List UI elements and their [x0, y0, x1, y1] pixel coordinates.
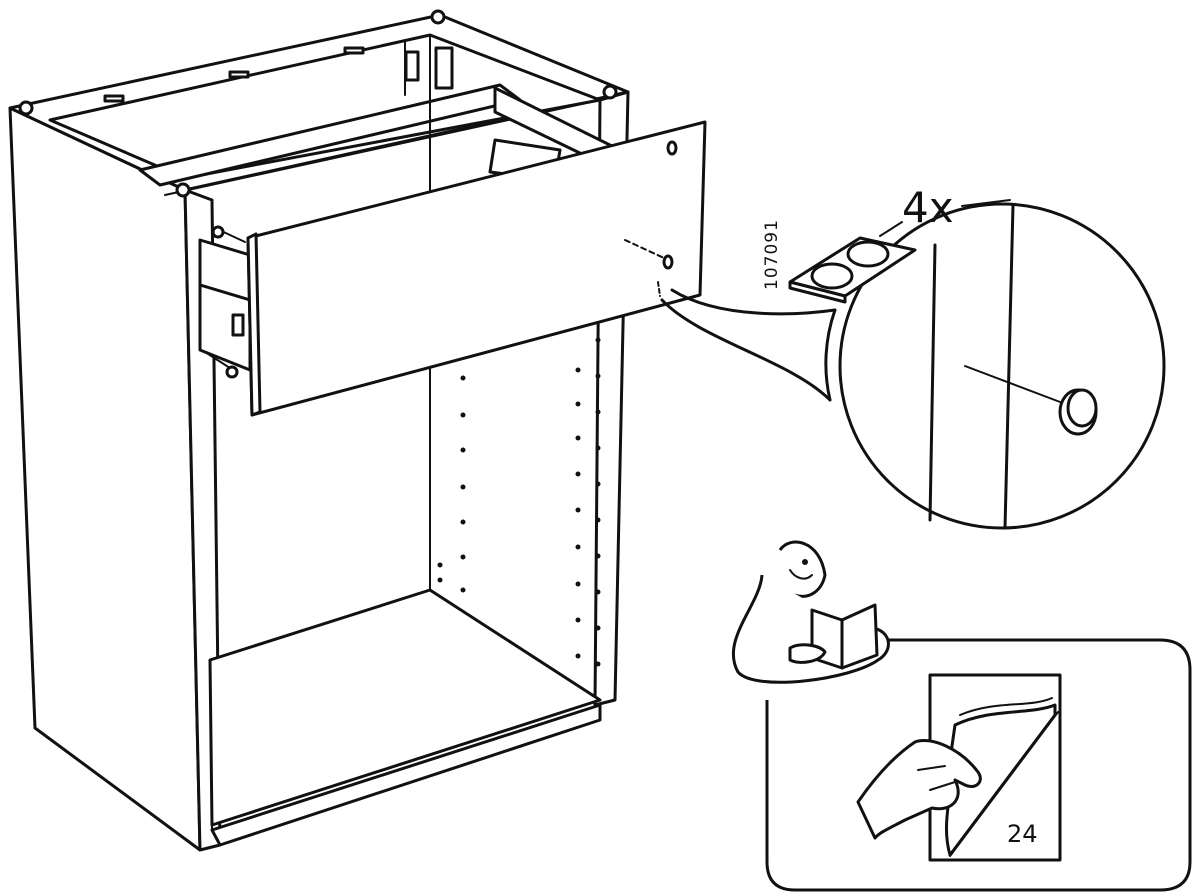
reference-page-icon [928, 673, 1062, 862]
bumper-pad-icon [1058, 388, 1098, 436]
part-number-label: 107091 [762, 219, 782, 290]
cabinet-frame-drawing [8, 9, 630, 852]
detail-magnifier [660, 202, 1166, 530]
shelf-pin-holes [437, 337, 601, 667]
hand-turning-page-icon [856, 739, 982, 840]
reading-man-icon [731, 540, 890, 684]
bumper-pad-sheet-icon [788, 236, 917, 304]
drawer-front-drawing [246, 120, 707, 417]
quantity-label: 4x [902, 183, 954, 232]
reference-page-number: 24 [1007, 820, 1038, 848]
